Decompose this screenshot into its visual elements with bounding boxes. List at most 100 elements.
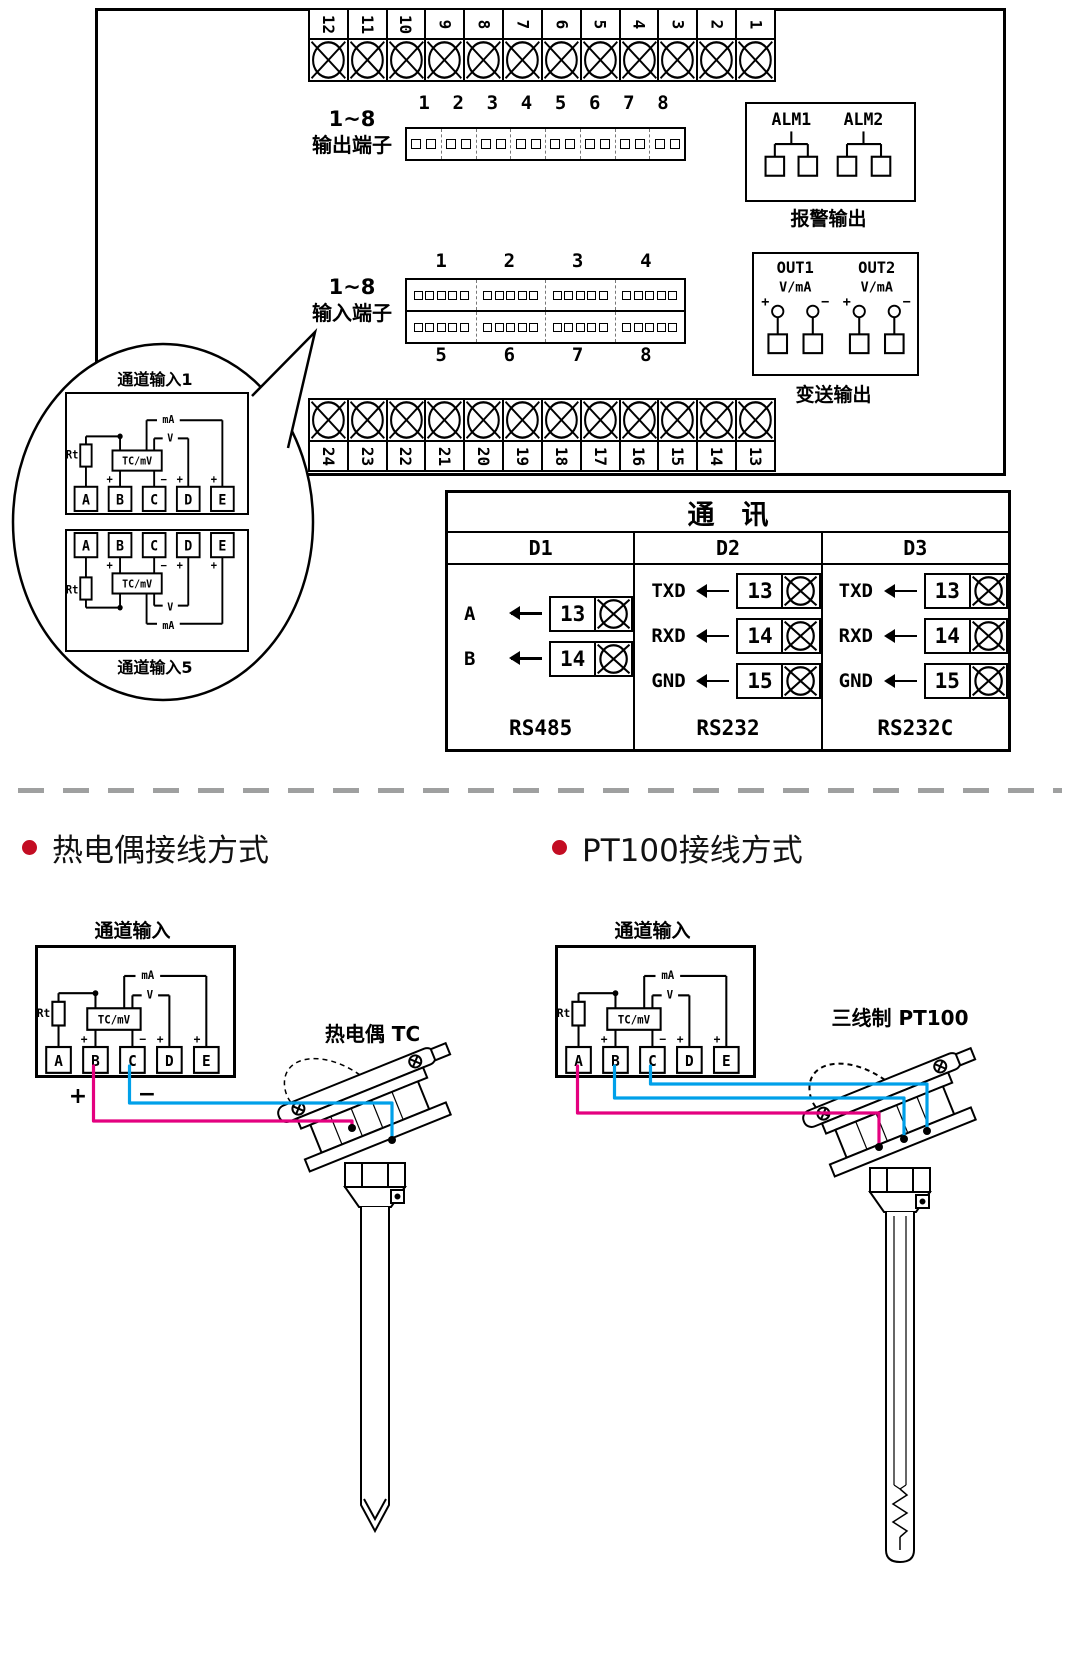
comm-standard-label: RS485 (509, 716, 573, 740)
input-group-number: 7 (571, 344, 584, 366)
out2-vma-label: V/mA (861, 279, 893, 295)
screw-terminal-icon (621, 40, 657, 80)
screw-terminal-icon (349, 400, 385, 440)
terminal-number: 23 (348, 440, 386, 470)
circuit-label: + (211, 473, 218, 486)
circuit-label: + (194, 1032, 201, 1046)
screw-terminal (783, 573, 821, 609)
input-pin-group (616, 280, 685, 310)
terminal-number-box: 15 (923, 663, 971, 699)
pin-icon (517, 290, 527, 300)
screw-terminal-icon (543, 40, 579, 80)
terminal-number: 6 (542, 10, 580, 40)
circuit-label: E (722, 1053, 731, 1070)
bottom-terminal-cell: 19 (504, 400, 543, 470)
thermocouple-probe-drawing (265, 1035, 485, 1555)
circuit-label: TC/mV (122, 455, 152, 467)
screw-terminal (737, 400, 774, 440)
circuit-label: − (160, 559, 167, 572)
terminal-number: 13 (737, 440, 774, 470)
screw-terminal (426, 40, 463, 80)
alarm-relay-drawing: ALM1 ALM2 (764, 110, 892, 177)
transmit-output-block: OUT1 OUT2 V/mA V/mA + − + − (752, 252, 919, 376)
circuit-label: − (160, 473, 167, 486)
screw-terminal (582, 40, 619, 80)
out2-label: OUT2 (858, 259, 895, 277)
input-group-number: 4 (640, 250, 652, 272)
pin-icon (483, 322, 493, 332)
pin-icon (459, 290, 469, 300)
circuit-label: mA (661, 969, 674, 982)
pin-icon (575, 290, 585, 300)
arrow-left-icon (883, 674, 917, 687)
screw-terminal-icon (466, 40, 502, 80)
terminal-number-box: 13 (736, 573, 784, 609)
alm2-label: ALM2 (844, 110, 884, 129)
pin-icon (425, 322, 435, 332)
signal-label: TXD (651, 580, 686, 602)
screw-terminal (349, 40, 386, 80)
output-pin-number: 3 (486, 92, 499, 114)
terminal-number-box: 15 (736, 663, 784, 699)
pin-icon (436, 322, 446, 332)
input-label-text: 输入端子 (312, 301, 392, 325)
pin-icon (550, 139, 561, 149)
pin-icon (411, 139, 422, 149)
comm-signal-row: TXD 13 (651, 573, 821, 609)
circuit-label: Rt (558, 1006, 570, 1020)
alm1-label: ALM1 (771, 110, 811, 129)
input-group-number: 1 (435, 250, 447, 272)
pin-icon (656, 290, 666, 300)
screw-terminal (621, 40, 658, 80)
transmit-output-drawing: OUT1 OUT2 V/mA V/mA + − + − (761, 259, 911, 355)
screw-terminal-icon (971, 620, 1005, 652)
circuit-label: TC/mV (122, 578, 152, 590)
bottom-terminal-cell: 22 (387, 400, 427, 470)
top-terminal-cell: 3 (659, 10, 699, 80)
alarm-output-block: ALM1 ALM2 (745, 102, 916, 202)
screw-terminal (465, 40, 502, 80)
screw-terminal (504, 40, 541, 80)
circuit-label: mA (162, 414, 175, 426)
tc-wire-plus-label: + (69, 1084, 87, 1109)
screw-terminal (310, 40, 347, 80)
signal-label: GND (838, 670, 873, 692)
screw-terminal-icon (582, 400, 618, 440)
tc-channel-input-label: 通道输入 (94, 920, 171, 942)
comm-standard-label: RS232C (877, 716, 954, 740)
terminal-number: 1 (737, 10, 774, 40)
screw-terminal (698, 40, 735, 80)
pin-icon (426, 139, 437, 149)
circuit-label: B (116, 538, 124, 554)
pin-icon (600, 139, 611, 149)
input-pin-row (407, 280, 684, 312)
terminal-number: 22 (387, 440, 425, 470)
terminal-number: 11 (348, 10, 386, 40)
circuit-label: − (659, 1032, 666, 1046)
circuit-label: E (218, 492, 226, 508)
input-pin-group (477, 280, 546, 310)
channel-input-5-label: 通道输入5 (117, 658, 193, 677)
arrow-left-icon (696, 584, 730, 597)
input-group-number: 6 (503, 344, 516, 366)
input-pin-group (407, 312, 477, 342)
pin-icon (448, 322, 458, 332)
terminal-number: 21 (426, 440, 464, 470)
out2-plus: + (843, 294, 851, 310)
comm-column-header: D2 (635, 533, 821, 565)
comm-table-title: 通 讯 (448, 493, 1008, 533)
circuit-label: + (677, 1032, 684, 1046)
screw-terminal (621, 400, 658, 440)
comm-column-header: D1 (448, 533, 634, 565)
screw-terminal-icon (582, 40, 618, 80)
